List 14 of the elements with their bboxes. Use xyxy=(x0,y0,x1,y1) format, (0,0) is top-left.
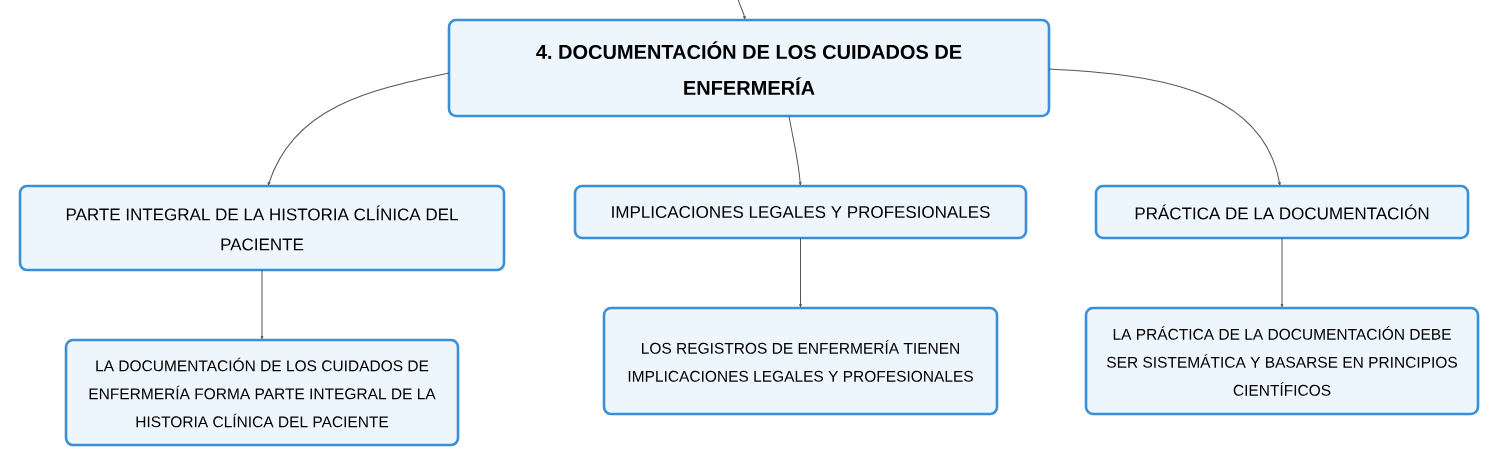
subtopic-box: IMPLICACIONES LEGALES Y PROFESIONALES xyxy=(573,184,1028,240)
arrow xyxy=(1048,68,1281,186)
arrow xyxy=(267,72,450,186)
subtopic-box: PRÁCTICA DE LA DOCUMENTACIÓN xyxy=(1094,184,1470,240)
detail-box: LA PRÁCTICA DE LA DOCUMENTACIÓN DEBE SER SISTEMÁTICA Y BASARSE EN PRINCIPIOS CIENTÍFICOS xyxy=(1084,306,1480,416)
subtopic-box: PARTE INTEGRAL DE LA HISTORIA CLÍNICA DEL PACIENTE xyxy=(18,184,506,272)
arrow xyxy=(799,237,802,308)
arrow xyxy=(737,0,746,20)
detail-box: LOS REGISTROS DE ENFERMERÍA TIENEN IMPLICACIONES LEGALES Y PROFESIONALES xyxy=(602,306,999,416)
detail-box: LA DOCUMENTACIÓN DE LOS CUIDADOS DE ENFERMERÍA FORMA PARTE INTEGRAL DE LA HISTORIA CLÍNICA DEL PACIENTE xyxy=(64,338,460,447)
arrow xyxy=(788,115,802,186)
arrow xyxy=(1280,237,1284,308)
central-topic-box: 4. DOCUMENTACIÓN DE LOS CUIDADOS DE ENFERMERÍA xyxy=(447,18,1051,118)
arrow xyxy=(260,269,264,340)
